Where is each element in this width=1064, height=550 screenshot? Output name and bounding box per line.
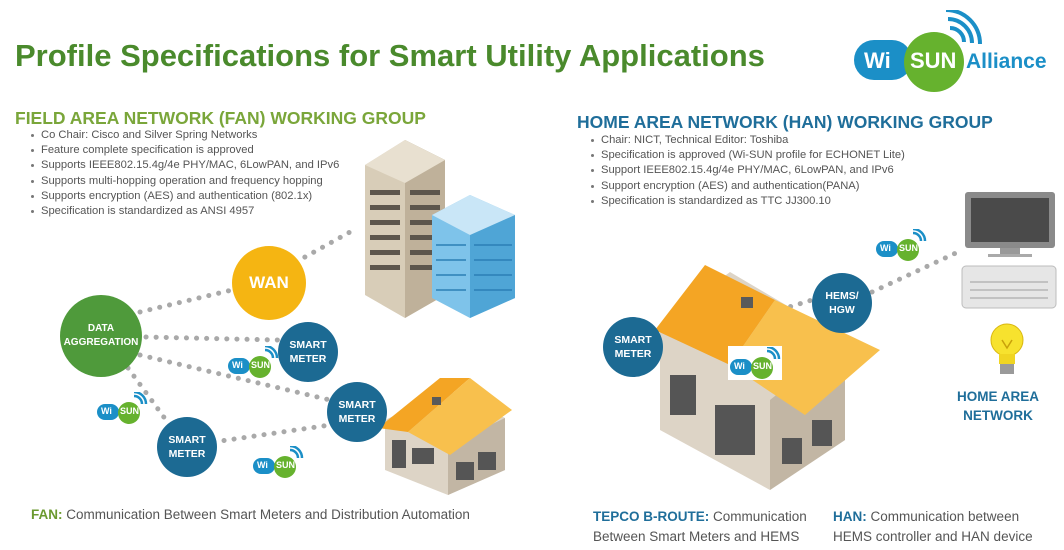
tepco-caption-text: Communication Between Smart Meters and H… — [593, 509, 807, 544]
logo-alliance: Alliance — [966, 50, 1047, 73]
fan-bullet: Co Chair: Cisco and Silver Spring Networ… — [30, 128, 339, 143]
wi-sun-badge: Wi SUN — [875, 229, 927, 261]
badge-wi: Wi — [880, 243, 891, 253]
han-bullet: Support encryption (AES) and authenticat… — [590, 179, 905, 194]
badge-sun: SUN — [120, 406, 140, 416]
badge-graphic — [253, 446, 304, 478]
fan-caption-label: FAN: — [31, 507, 63, 522]
fan-bullet: Supports IEEE802.15.4g/4e PHY/MAC, 6LowP… — [30, 158, 339, 173]
badge-wi: Wi — [101, 406, 112, 416]
data-aggregation-node: DATA AGGREGATION — [60, 295, 142, 377]
light-bulb-icon — [990, 323, 1024, 374]
badge-wi: Wi — [734, 361, 745, 371]
fan-smart-meter-node: SMART METER — [157, 417, 217, 477]
badge-sun: SUN — [753, 361, 773, 371]
wi-sun-badge: Wi SUN — [96, 392, 148, 424]
wi-sun-alliance-logo: Wi SUN Alliance — [852, 8, 1062, 100]
office-buildings — [365, 140, 515, 318]
badge-graphic — [876, 229, 927, 261]
fan-bullet-list: Co Chair: Cisco and Silver Spring Networ… — [30, 128, 339, 219]
home-area-network-label: HOME AREA NETWORK — [956, 389, 1039, 423]
fan-bullet: Specification is standardized as ANSI 49… — [30, 204, 339, 219]
badge-sun: SUN — [251, 360, 271, 370]
fan-caption: FAN: Communication Between Smart Meters … — [31, 507, 470, 522]
han-caption: HAN: Communication between HEMS controll… — [833, 507, 1063, 547]
wan-node: WAN — [232, 246, 306, 320]
badge-graphic — [97, 392, 148, 424]
han-bullet: Support IEEE802.15.4g/4e PHY/MAC, 6LowPA… — [590, 163, 905, 178]
fan-house — [378, 378, 512, 495]
wi-sun-badge: Wi SUN — [252, 446, 304, 478]
han-caption-label: HAN: — [833, 509, 867, 524]
han-bullet-list: Chair: NICT, Technical Editor: Toshiba S… — [590, 133, 905, 209]
fan-connectors — [125, 229, 353, 445]
badge-graphic — [730, 347, 781, 379]
badge-sun: SUN — [899, 243, 919, 253]
han-bullet: Chair: NICT, Technical Editor: Toshiba — [590, 133, 905, 148]
fan-smart-meter-node: SMART METER — [278, 322, 338, 382]
wi-sun-badge: Wi SUN — [227, 346, 279, 378]
han-heading: HOME AREA NETWORK (HAN) WORKING GROUP — [577, 112, 993, 132]
logo-wi: Wi — [864, 48, 891, 73]
han-connectors — [662, 249, 961, 348]
badge-wi: Wi — [257, 460, 268, 470]
han-house — [655, 265, 880, 490]
wi-sun-badge: Wi SUN — [728, 346, 782, 380]
han-caption-text: Communication between HEMS controller an… — [833, 509, 1033, 544]
badge-wi: Wi — [232, 360, 243, 370]
logo-graphic — [854, 8, 982, 92]
fan-bullet: Supports encryption (AES) and authentica… — [30, 189, 339, 204]
fan-heading: FIELD AREA NETWORK (FAN) WORKING GROUP — [15, 108, 426, 128]
page-title: Profile Specifications for Smart Utility… — [15, 38, 765, 73]
han-bullet: Specification is approved (Wi-SUN profil… — [590, 148, 905, 163]
fan-smart-meter-node: SMART METER — [327, 382, 387, 442]
fan-bullet: Supports multi-hopping operation and fre… — [30, 174, 339, 189]
logo-sun: SUN — [910, 48, 957, 73]
badge-sun: SUN — [276, 460, 296, 470]
tepco-caption-label: TEPCO B-ROUTE: — [593, 509, 710, 524]
han-bullet: Specification is standardized as TTC JJ3… — [590, 194, 905, 209]
air-conditioner-icon — [961, 265, 1057, 309]
tepco-caption: TEPCO B-ROUTE: Communication Between Sma… — [593, 507, 823, 547]
fan-caption-text: Communication Between Smart Meters and D… — [62, 507, 470, 522]
badge-graphic — [228, 346, 279, 378]
hems-hgw-node: HEMS/ HGW — [812, 273, 872, 333]
tv-icon — [965, 192, 1055, 257]
fan-bullet: Feature complete specification is approv… — [30, 143, 339, 158]
han-smart-meter-node: SMART METER — [603, 317, 663, 377]
